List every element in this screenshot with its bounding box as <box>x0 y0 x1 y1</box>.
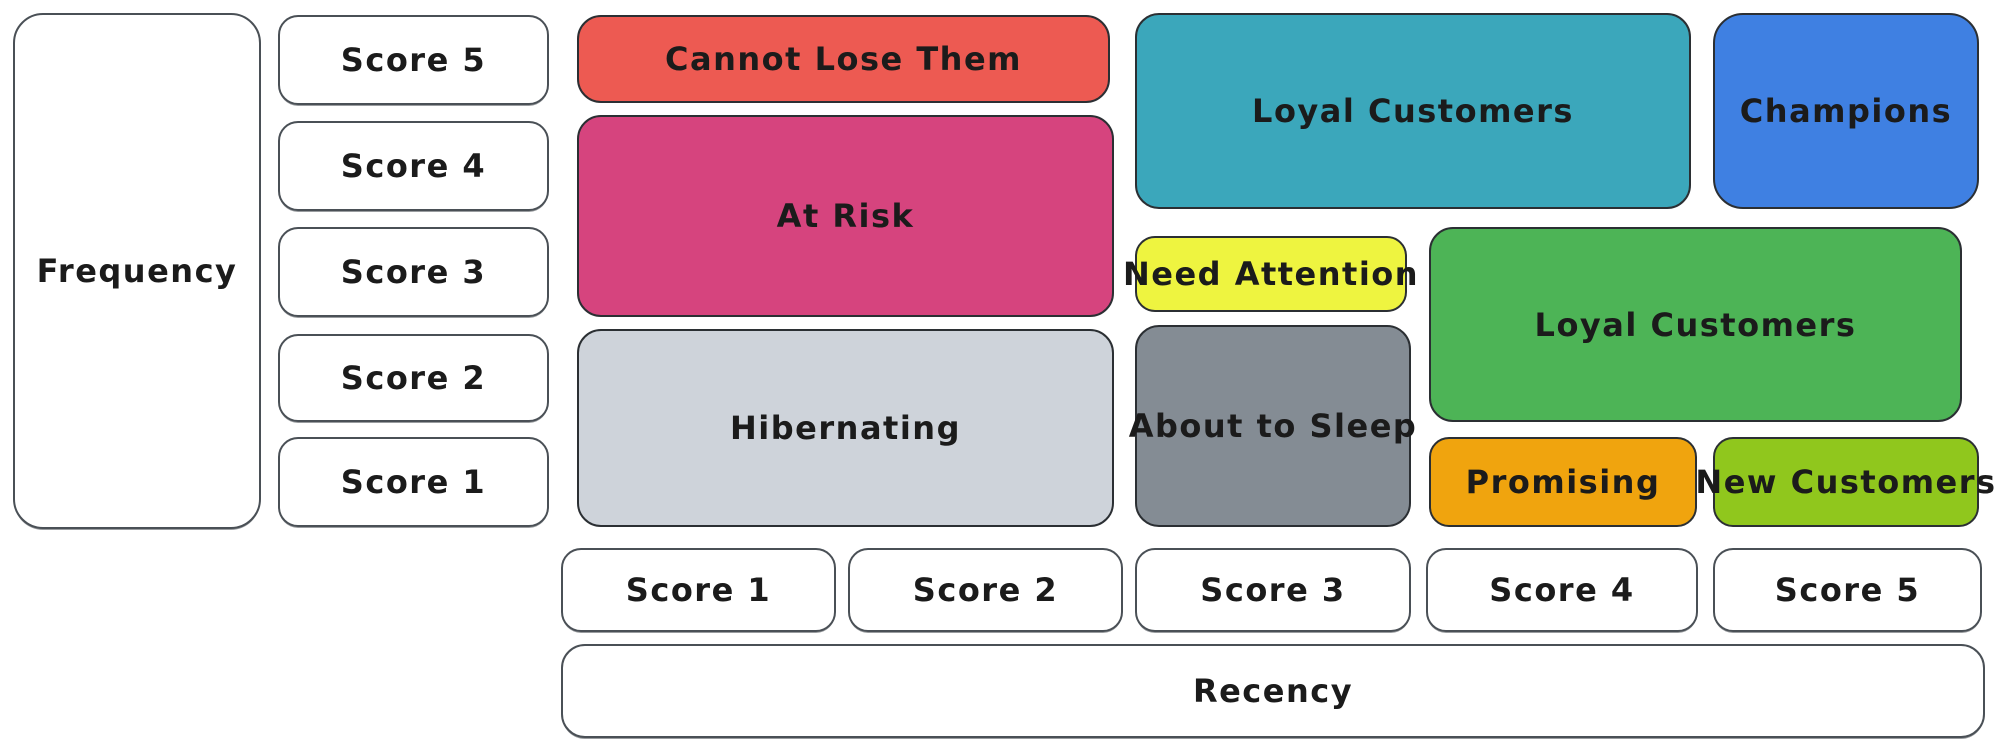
y-score-3-box: Score 3 <box>278 227 549 317</box>
y-score-1-label: Score 1 <box>340 463 487 501</box>
x-score-3-box: Score 3 <box>1135 548 1411 632</box>
segment-loyal-customers-mid: Loyal Customers <box>1429 227 1962 422</box>
segment-champions-label: Champions <box>1739 92 1953 130</box>
segment-loyal-customers-top-label: Loyal Customers <box>1252 92 1574 130</box>
y-score-3-label: Score 3 <box>340 253 487 291</box>
y-score-2-label: Score 2 <box>340 359 487 397</box>
segment-new-customers: New Customers <box>1695 437 1995 527</box>
x-score-1-label: Score 1 <box>625 571 772 609</box>
recency-axis-label: Recency <box>1192 672 1354 710</box>
frequency-axis-box: Frequency <box>13 13 261 529</box>
x-score-4-box: Score 4 <box>1426 548 1698 632</box>
segment-at-risk-label: At Risk <box>776 197 915 235</box>
segment-at-risk: At Risk <box>577 115 1114 317</box>
x-score-4-label: Score 4 <box>1489 571 1635 609</box>
y-score-2-box: Score 2 <box>278 334 549 422</box>
recency-axis-box: Recency <box>561 644 1985 738</box>
segment-promising-label: Promising <box>1465 463 1661 501</box>
y-score-1-box: Score 1 <box>278 437 549 527</box>
x-score-2-box: Score 2 <box>848 548 1123 632</box>
y-score-4-box: Score 4 <box>278 121 549 211</box>
x-score-5-label: Score 5 <box>1774 571 1921 609</box>
y-score-5-box: Score 5 <box>278 15 549 105</box>
segment-hibernating-label: Hibernating <box>730 409 961 447</box>
segment-promising: Promising <box>1429 437 1697 527</box>
segment-about-to-sleep: About to Sleep <box>1129 325 1416 527</box>
segment-champions: Champions <box>1713 13 1979 209</box>
segment-loyal-customers-top: Loyal Customers <box>1135 13 1691 209</box>
x-score-3-label: Score 3 <box>1200 571 1346 609</box>
segment-need-attention: Need Attention <box>1123 236 1418 312</box>
y-score-5-label: Score 5 <box>340 41 487 79</box>
segment-about-to-sleep-label: About to Sleep <box>1128 407 1418 445</box>
x-score-1-box: Score 1 <box>561 548 836 632</box>
segment-hibernating: Hibernating <box>577 329 1114 527</box>
segment-new-customers-label: New Customers <box>1695 463 1997 501</box>
frequency-axis-label: Frequency <box>36 252 238 290</box>
x-score-5-box: Score 5 <box>1713 548 1982 632</box>
segment-cannot-lose-them-label: Cannot Lose Them <box>665 40 1022 78</box>
segment-need-attention-label: Need Attention <box>1122 255 1420 293</box>
x-score-2-label: Score 2 <box>912 571 1059 609</box>
segment-cannot-lose-them: Cannot Lose Them <box>577 15 1110 103</box>
y-score-4-label: Score 4 <box>340 147 487 185</box>
segment-loyal-customers-mid-label: Loyal Customers <box>1534 305 1857 344</box>
